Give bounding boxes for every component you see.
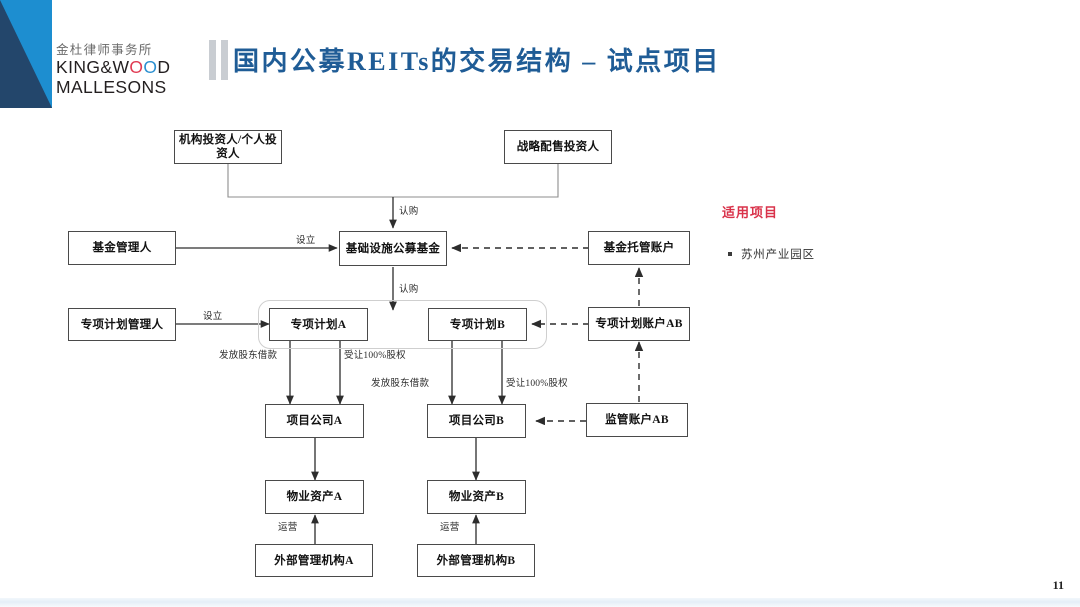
edge-label-operate-a: 运营 [278, 523, 298, 533]
logo-chinese-name: 金杜律师事务所 [56, 42, 153, 57]
edge-label-subscribe-top: 认购 [399, 207, 419, 217]
edge-label-loan-b: 发放股东借款 [371, 379, 430, 389]
node-property-asset-b[interactable]: 物业资产B [427, 480, 526, 514]
logo-o-blue: O [143, 57, 158, 77]
edge-label-loan-a: 发放股东借款 [219, 351, 278, 361]
node-external-manager-b[interactable]: 外部管理机构B [417, 544, 535, 577]
node-abs-account-ab[interactable]: 专项计划账户AB [588, 307, 690, 341]
edge-label-subscribe-mid: 认购 [399, 285, 419, 295]
node-institutional-investors[interactable]: 机构投资人/个人投资人 [174, 130, 282, 164]
logo-english-line1: KING&WOOD [56, 57, 180, 77]
page-title: 国内公募REITs的交易结构 – 试点项目 [233, 47, 721, 76]
bullet-icon [728, 252, 732, 256]
logo-en-b: D [157, 57, 171, 77]
node-abs-plan-b[interactable]: 专项计划B [428, 308, 527, 341]
edge-label-establish-fund: 设立 [296, 236, 316, 246]
edge-label-operate-b: 运营 [440, 523, 460, 533]
applicable-projects-heading: 适用项目 [722, 205, 779, 220]
node-abs-manager[interactable]: 专项计划管理人 [68, 308, 176, 341]
footer-band [0, 598, 1080, 607]
logo-o-red: O [129, 57, 144, 77]
node-abs-plan-a[interactable]: 专项计划A [269, 308, 368, 341]
edge-label-establish-abs: 设立 [203, 312, 223, 322]
node-project-company-b[interactable]: 项目公司B [427, 404, 526, 438]
node-project-company-a[interactable]: 项目公司A [265, 404, 364, 438]
node-public-fund[interactable]: 基础设施公募基金 [339, 231, 447, 266]
edge-label-equity-a: 受让100%股权 [344, 351, 406, 361]
node-strategic-investors[interactable]: 战略配售投资人 [504, 130, 612, 164]
node-property-asset-a[interactable]: 物业资产A [265, 480, 364, 514]
applicable-project-item: 苏州产业园区 [728, 246, 815, 262]
edge-label-equity-b: 受让100%股权 [506, 379, 568, 389]
kwm-logo: 金杜律师事务所 KING&WOOD MALLESONS [56, 42, 180, 97]
node-supervision-account-ab[interactable]: 监管账户AB [586, 403, 688, 437]
applicable-project-label: 苏州产业园区 [741, 249, 815, 261]
page-number: 11 [1052, 578, 1064, 592]
logo-english-line2: MALLESONS [56, 77, 167, 97]
logo-en-a: KING&W [56, 57, 130, 77]
node-external-manager-a[interactable]: 外部管理机构A [255, 544, 373, 577]
abs-plan-group-outline [258, 300, 547, 349]
node-fund-custody-account[interactable]: 基金托管账户 [588, 231, 690, 265]
node-fund-manager[interactable]: 基金管理人 [68, 231, 176, 265]
title-accent-bars [209, 40, 228, 80]
